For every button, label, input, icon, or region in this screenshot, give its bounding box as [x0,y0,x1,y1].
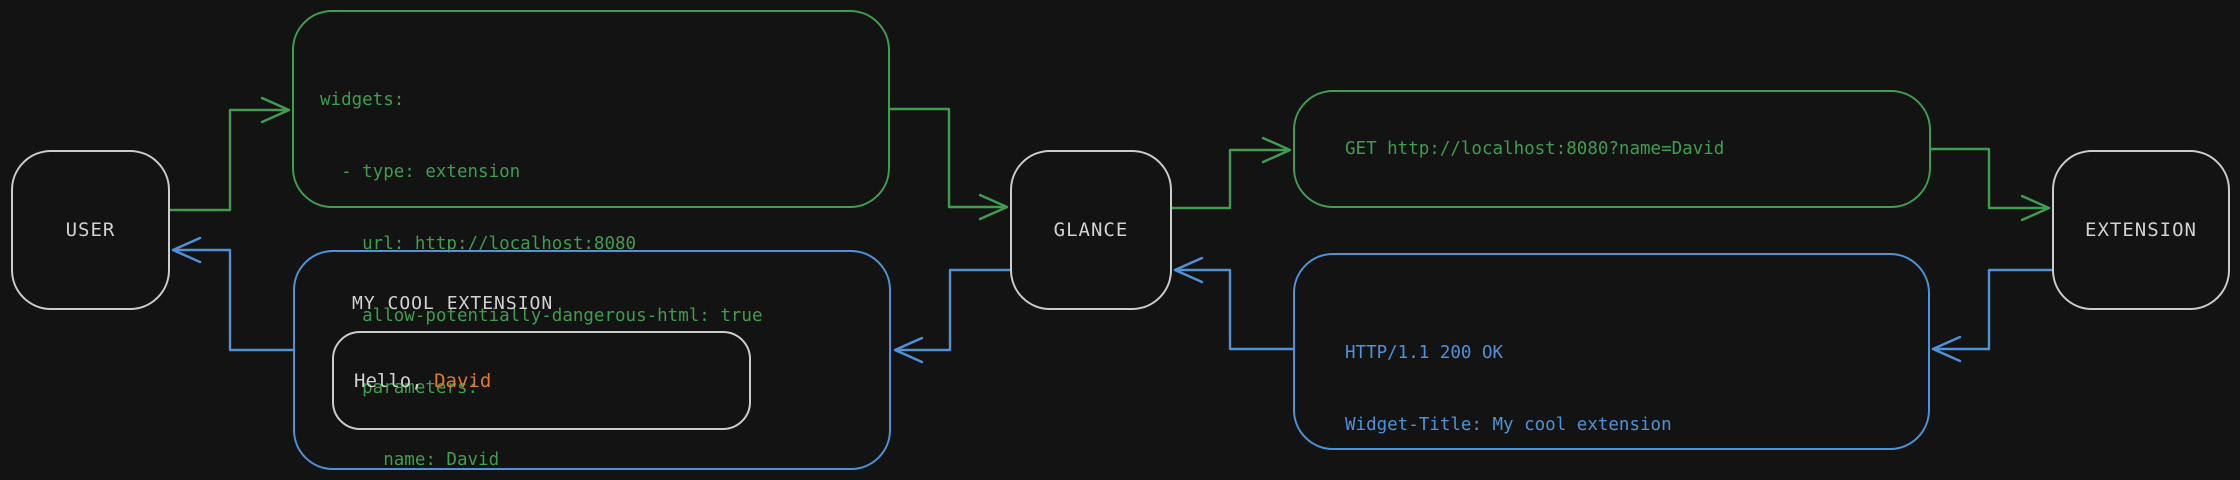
connector-extension-to-response [1932,268,2054,351]
http-response-line: HTTP/1.1 200 OK [1345,343,1504,363]
request-flow-connectors [168,96,2051,222]
extension-node-label: EXTENSION [2085,219,2197,241]
config-yaml-line: - type: extension [320,162,521,182]
user-node-label: USER [65,219,116,241]
http-request-line: GET http://localhost:8080?name=David [1345,139,1725,159]
config-yaml-line: name: David [320,450,500,470]
extension-node: EXTENSION [2052,150,2230,310]
widget-preview-box: MY COOL EXTENSION Hello, David [293,250,891,470]
config-yaml-line: widgets: [320,90,405,110]
arrowhead-right-icon [978,193,1009,221]
connector-glance-to-widget [894,268,1012,352]
arrowhead-left-icon [1931,335,1962,363]
greeting-name: David [434,369,492,392]
arrowhead-left-icon [171,236,202,264]
arrowhead-right-icon [260,96,291,124]
connector-widget-to-user [172,248,295,352]
glance-node-label: GLANCE [1053,219,1129,241]
connector-response-to-glance [1174,268,1295,351]
arrowhead-right-icon [2020,194,2051,222]
user-node: USER [11,150,170,310]
config-yaml-line: parameters: [320,378,479,398]
http-response-box: HTTP/1.1 200 OK Widget-Title: My cool ex… [1293,253,1930,450]
widget-content-box: Hello, David [332,331,751,430]
arrowhead-left-icon [893,336,924,364]
connector-request-to-extension [1929,147,2050,210]
arrowhead-right-icon [1261,136,1292,164]
config-yaml-box: widgets: - type: extension url: http://l… [292,10,890,470]
connector-user-to-config [168,108,290,212]
http-request-box: GET http://localhost:8080?name=David [1293,90,1931,208]
widget-title: MY COOL EXTENSION [352,293,554,314]
response-flow-connectors [171,236,2054,364]
connector-glance-to-request [1170,148,1291,210]
config-yaml-line: url: http://localhost:8080 [320,234,637,254]
glance-node: GLANCE [1010,150,1172,310]
config-yaml-line: allow-potentially-dangerous-html: true [320,306,763,326]
greeting-text: Hello, [354,369,435,392]
http-response-line: Widget-Title: My cool extension [1345,415,1672,435]
connector-config-to-glance [888,107,1008,209]
arrowhead-left-icon [1173,256,1204,284]
